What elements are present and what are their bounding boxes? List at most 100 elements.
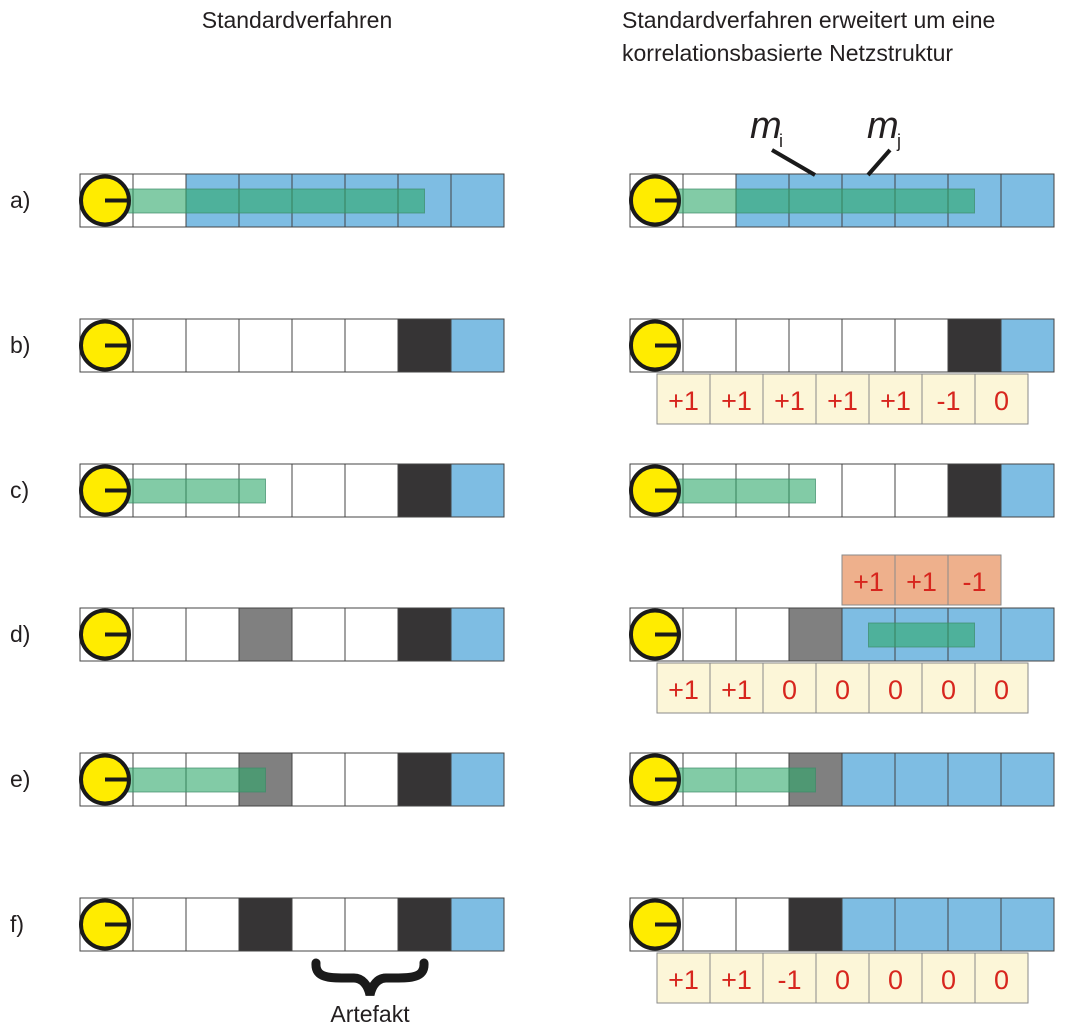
grid-cell-blue xyxy=(450,318,505,373)
grid-cell-empty xyxy=(682,318,737,373)
laser-beam xyxy=(124,767,266,793)
lower-value-value: +1 xyxy=(668,965,699,995)
grid-cell-empty xyxy=(291,752,346,807)
lower-value-value: 0 xyxy=(994,965,1009,995)
grid-cell-empty xyxy=(291,897,346,952)
grid-cell-blue xyxy=(841,897,896,952)
lower-value-value: 0 xyxy=(782,675,797,705)
lower-value-value: +1 xyxy=(668,386,699,416)
grid-cell-empty xyxy=(344,897,399,952)
laser-beam xyxy=(674,188,975,214)
laser-beam xyxy=(868,622,975,648)
artefact-label: Artefakt xyxy=(330,1001,410,1027)
grid-cell-empty xyxy=(344,752,399,807)
panel-right xyxy=(629,752,1055,807)
laser-beam xyxy=(124,478,266,504)
grid-cell-dark xyxy=(947,318,1002,373)
grid-cell-empty xyxy=(185,607,240,662)
grid-cell-blue xyxy=(894,897,949,952)
lower-value-value: +1 xyxy=(668,675,699,705)
laser-beam xyxy=(674,767,816,793)
grid-cell-blue xyxy=(841,752,896,807)
grid-cell-empty xyxy=(894,463,949,518)
lower-value-cell xyxy=(709,662,764,714)
grid-cell-empty xyxy=(735,897,790,952)
lower-value-value: 0 xyxy=(994,675,1009,705)
grid-cell-empty xyxy=(841,463,896,518)
grid-cell-dark xyxy=(788,897,843,952)
lower-value-value: +1 xyxy=(721,965,752,995)
panel-right: +1 +1 -1 0 0 0 0 xyxy=(629,897,1055,1004)
grid-cell-blue xyxy=(947,752,1002,807)
grid-cell-blue xyxy=(450,607,505,662)
lower-value-cell xyxy=(815,952,870,1004)
lower-value-value: -1 xyxy=(777,965,801,995)
lower-value-value: +1 xyxy=(827,386,858,416)
grid-cell-grey xyxy=(238,607,293,662)
m-i-subscript: i xyxy=(779,131,783,151)
pointer-line-m-i xyxy=(770,148,817,177)
grid-cell-empty xyxy=(735,607,790,662)
row-label: d) xyxy=(10,621,30,647)
m-i-label: m xyxy=(750,105,782,147)
lower-value-value: 0 xyxy=(941,675,956,705)
grid-cell-empty xyxy=(841,318,896,373)
grid-cell-empty xyxy=(132,318,187,373)
lower-value-cell xyxy=(974,952,1029,1004)
lower-value-cell xyxy=(815,373,870,425)
grid-cell-empty xyxy=(682,607,737,662)
row-label: e) xyxy=(10,766,30,792)
row-label: b) xyxy=(10,332,30,358)
grid-cell-blue xyxy=(1000,173,1055,228)
grid-cell-dark xyxy=(397,463,452,518)
row-label: f) xyxy=(10,911,24,937)
grid-cell-empty xyxy=(291,463,346,518)
lower-value-cell xyxy=(656,662,711,714)
row-label: c) xyxy=(10,477,29,503)
right-column-title-line1: Standardverfahren erweitert um eine xyxy=(622,7,995,33)
grid-cell-empty xyxy=(344,463,399,518)
grid-cell-empty xyxy=(291,607,346,662)
upper-value-value: +1 xyxy=(906,567,937,597)
panel-left: Artefakt xyxy=(79,897,505,1027)
panel-left xyxy=(79,173,505,228)
grid-cell-dark xyxy=(397,318,452,373)
grid-cell-empty xyxy=(185,897,240,952)
pointer-line-m-j xyxy=(866,148,892,177)
upper-value-value: +1 xyxy=(853,567,884,597)
lower-value-value: 0 xyxy=(941,965,956,995)
lower-value-value: +1 xyxy=(721,675,752,705)
grid-cell-dark xyxy=(397,897,452,952)
grid-cell-empty xyxy=(185,318,240,373)
lower-value-cell xyxy=(762,952,817,1004)
lower-value-value: 0 xyxy=(888,675,903,705)
lower-value-cell xyxy=(709,373,764,425)
upper-value-cell xyxy=(947,554,1002,606)
lower-value-value: 0 xyxy=(888,965,903,995)
laser-beam xyxy=(674,478,816,504)
grid-cell-blue xyxy=(450,752,505,807)
grid-cell-empty xyxy=(788,318,843,373)
lower-value-cell xyxy=(921,662,976,714)
grid-cell-empty xyxy=(132,897,187,952)
grid-cell-blue xyxy=(894,752,949,807)
artefact-brace: Artefakt xyxy=(311,958,429,1027)
panel-left xyxy=(79,607,505,662)
grid-cell-blue xyxy=(1000,607,1055,662)
grid-cell-blue xyxy=(1000,897,1055,952)
lower-value-value: +1 xyxy=(774,386,805,416)
laser-beam xyxy=(124,188,425,214)
lower-value-value: 0 xyxy=(835,965,850,995)
panel-left xyxy=(79,463,505,518)
lower-value-value: +1 xyxy=(880,386,911,416)
panel-left xyxy=(79,318,505,373)
grid-cell-empty xyxy=(735,318,790,373)
grid-cell-dark xyxy=(397,607,452,662)
grid-cell-blue xyxy=(947,897,1002,952)
grid-cell-blue xyxy=(1000,318,1055,373)
